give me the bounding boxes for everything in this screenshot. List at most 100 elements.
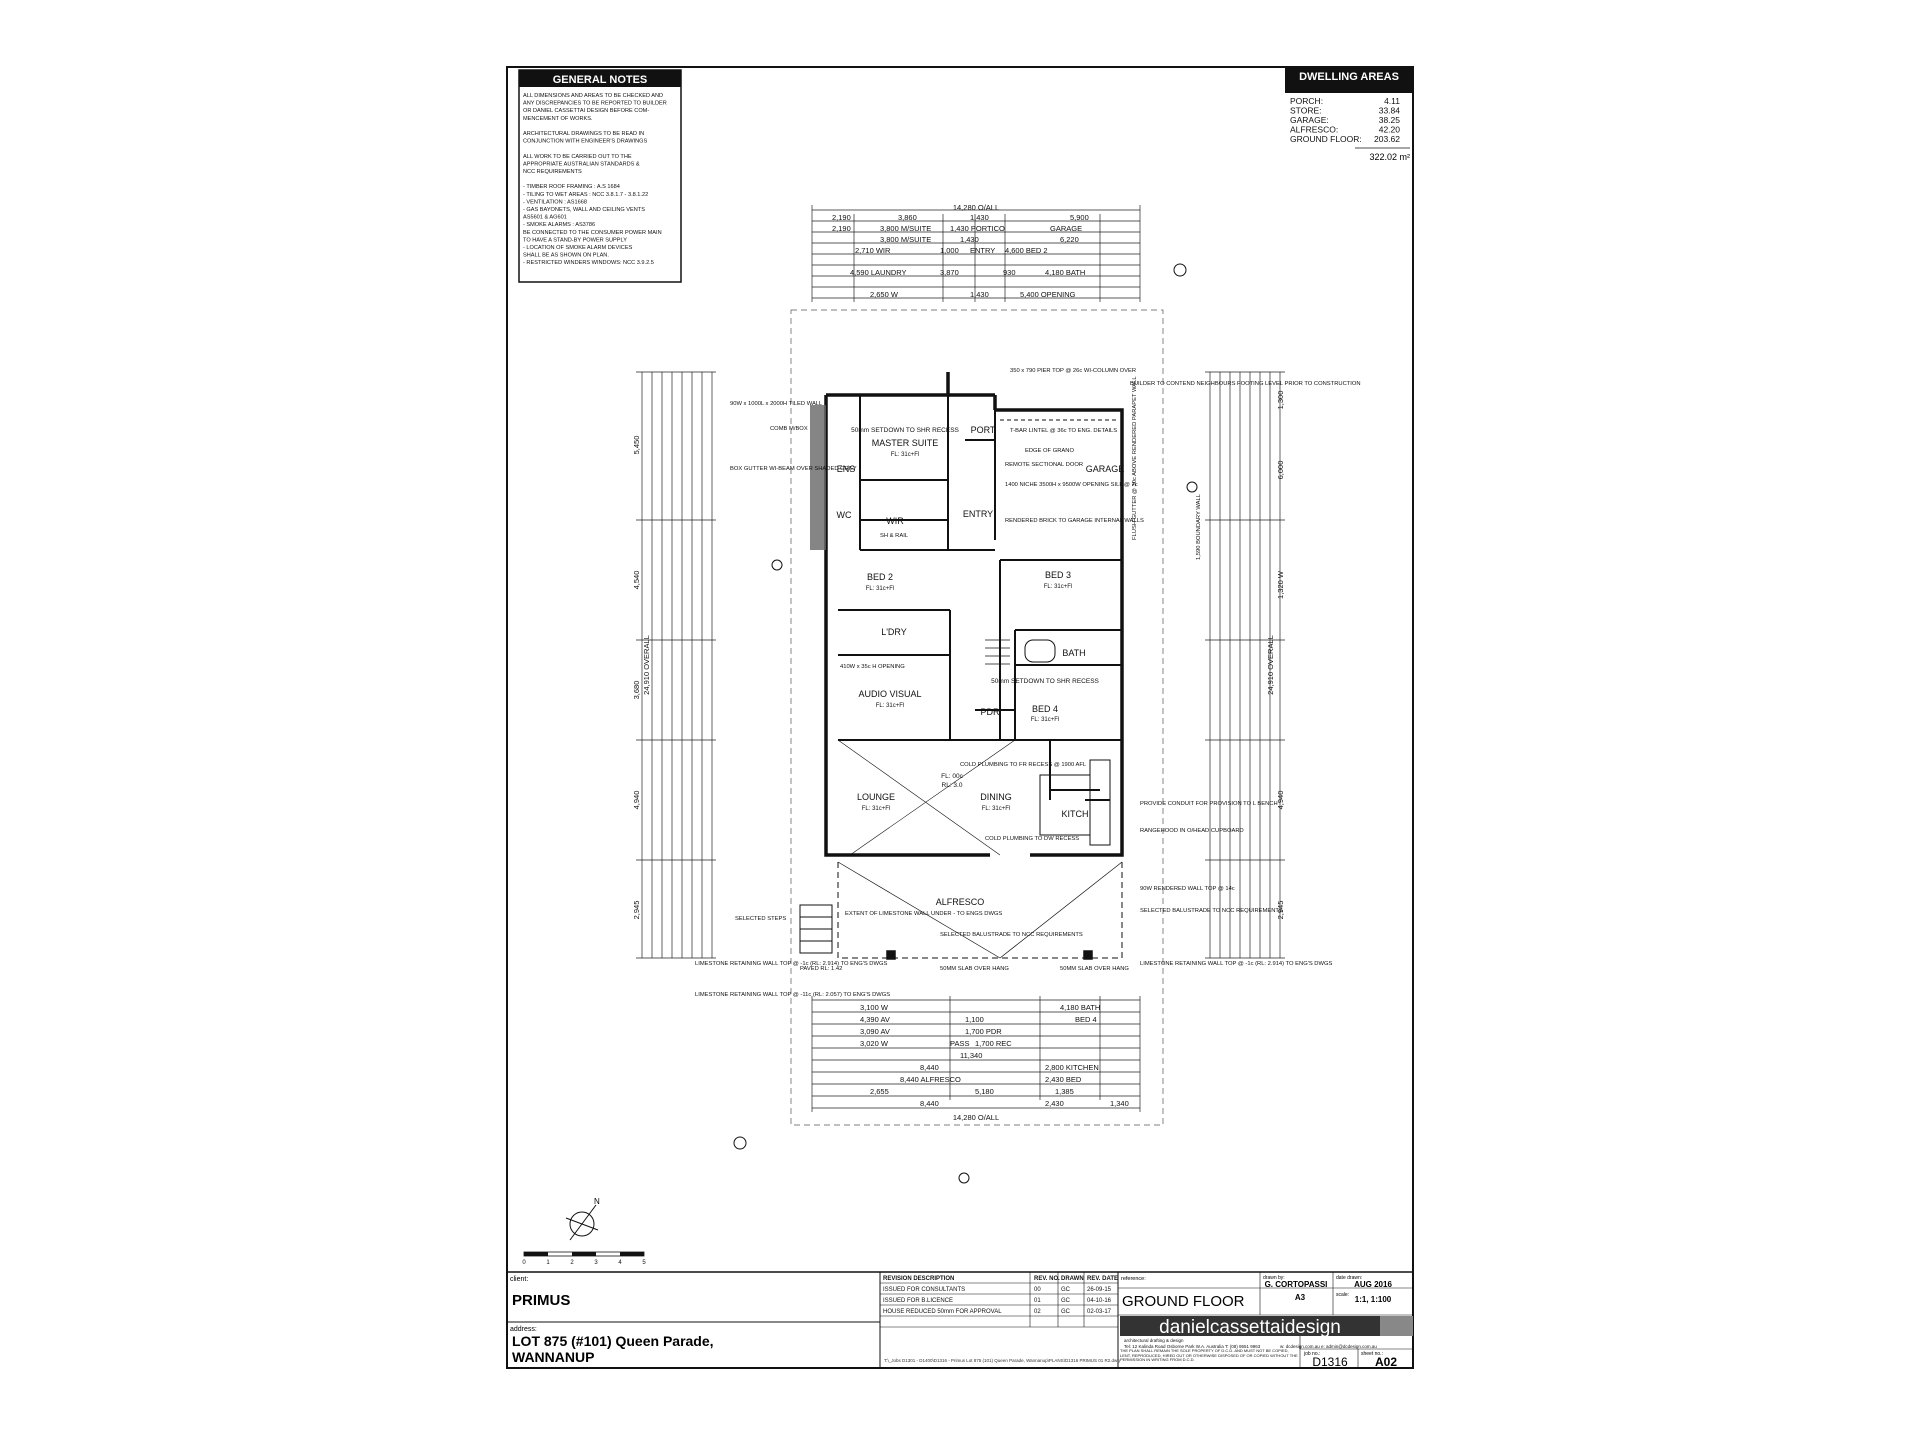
revision-cell: ISSUED FOR CONSULTANTS xyxy=(883,1287,965,1293)
svg-text:SH & RAIL: SH & RAIL xyxy=(880,533,909,539)
svg-text:REMOTE SECTIONAL DOOR: REMOTE SECTIONAL DOOR xyxy=(1005,462,1083,468)
area-value: 38.25 xyxy=(1379,115,1401,125)
svg-text:4,940: 4,940 xyxy=(1276,791,1285,810)
general-note-line: CONJUNCTION WITH ENGINEER'S DRAWINGS xyxy=(523,139,648,145)
address-line-1: LOT 875 (#101) Queen Parade, xyxy=(512,1333,714,1349)
area-label: PORCH: xyxy=(1290,96,1323,106)
svg-text:50MM SLAB OVER HANG: 50MM SLAB OVER HANG xyxy=(1060,966,1129,972)
room-garage: GARAGE xyxy=(1086,464,1125,474)
room-lounge: LOUNGE xyxy=(857,792,895,802)
general-note-line: OR DANIEL CASSETTAI DESIGN BEFORE COM- xyxy=(523,108,649,114)
svg-text:24,910 OVERALL: 24,910 OVERALL xyxy=(1266,635,1275,695)
svg-text:50mm SETDOWN TO SHR RECESS: 50mm SETDOWN TO SHR RECESS xyxy=(851,427,959,434)
general-notes-body: ALL DIMENSIONS AND AREAS TO BE CHECKED A… xyxy=(523,93,667,266)
svg-text:2,945: 2,945 xyxy=(1276,901,1285,920)
svg-text:FL: 31c+Fl: FL: 31c+Fl xyxy=(862,806,891,812)
kitchen-island xyxy=(1039,774,1091,836)
svg-text:drawn by:: drawn by: xyxy=(1263,1275,1285,1281)
svg-text:1,320 W: 1,320 W xyxy=(1276,570,1285,599)
address-label: address: xyxy=(510,1326,537,1333)
area-label: GROUND FLOOR: xyxy=(1290,134,1362,144)
svg-text:1,700 PDR: 1,700 PDR xyxy=(965,1027,1002,1036)
dwelling-areas-panel: DWELLING AREAS PORCH:4.11STORE:33.84GARA… xyxy=(1285,67,1413,162)
svg-text:EXTENT OF LIMESTONE WALL UNDER: EXTENT OF LIMESTONE WALL UNDER - TO ENGS… xyxy=(845,911,1002,917)
svg-text:A3: A3 xyxy=(1295,1293,1306,1302)
general-note-line: - TILING TO WET AREAS : NCC 3.8.1.7 - 3.… xyxy=(523,192,648,198)
room-kitchen: KITCH xyxy=(1062,809,1089,819)
top-dimension-strings xyxy=(790,205,1164,1126)
note-builder-contend: BUILDER TO CONTEND NEIGHBOURS FOOTING LE… xyxy=(1130,381,1361,387)
svg-text:4,540: 4,540 xyxy=(632,571,641,590)
svg-text:8,440 ALFRESCO: 8,440 ALFRESCO xyxy=(900,1075,961,1084)
room-bed-2: BED 2 xyxy=(867,572,893,582)
general-notes-heading: GENERAL NOTES xyxy=(553,74,648,86)
revision-cell: GC xyxy=(1061,1309,1071,1315)
scale-tick-label: 5 xyxy=(642,1260,646,1266)
dwelling-areas-table: PORCH:4.11STORE:33.84GARAGE:38.25ALFRESC… xyxy=(1290,96,1400,144)
svg-text:6,220: 6,220 xyxy=(1060,235,1079,244)
revision-cell: GC xyxy=(1061,1298,1071,1304)
svg-text:2,430: 2,430 xyxy=(1045,1099,1064,1108)
svg-text:3,800 M/SUITE: 3,800 M/SUITE xyxy=(880,235,931,244)
right-dimension-strings xyxy=(1205,371,1285,959)
address-line-2: WANNANUP xyxy=(512,1349,594,1365)
svg-text:1,430: 1,430 xyxy=(970,213,989,222)
svg-text:1,000: 1,000 xyxy=(940,246,959,255)
scale-tick-label: 0 xyxy=(522,1260,526,1266)
scale-tick-label: 1 xyxy=(546,1260,550,1266)
left-dimension-labels: 5,450 4,540 3,680 4,940 2,945 24,910 OVE… xyxy=(632,436,651,920)
svg-text:COLD PLUMBING TO DW RECESS: COLD PLUMBING TO DW RECESS xyxy=(985,836,1079,842)
svg-text:reference:: reference: xyxy=(1121,1276,1146,1282)
sheet-number: A02 xyxy=(1375,1355,1397,1369)
note-pier: 350 x 790 PIER TOP @ 26c WI-COLUMN OVER xyxy=(1010,368,1136,374)
room-master-suite: MASTER SUITE xyxy=(872,438,939,448)
svg-text:FL: 31c+Fl: FL: 31c+Fl xyxy=(866,586,895,592)
svg-text:1,430: 1,430 xyxy=(960,235,979,244)
scale-tick-label: 3 xyxy=(594,1260,598,1266)
general-note-line: AS5601 & AG601 xyxy=(523,215,567,221)
svg-text:FL: 00c: FL: 00c xyxy=(941,773,963,780)
svg-text:11,340: 11,340 xyxy=(960,1051,982,1060)
client-name: PRIMUS xyxy=(512,1292,570,1309)
note-tbar-lintel: T-BAR LINTEL @ 36c TO ENG. DETAILS xyxy=(1010,428,1117,434)
area-label: ALFRESCO: xyxy=(1290,125,1338,135)
revision-header-cell: REV. DATE xyxy=(1087,1276,1118,1282)
svg-text:8,440: 8,440 xyxy=(920,1063,939,1072)
svg-text:SELECTED BALUSTRADE TO NCC REQ: SELECTED BALUSTRADE TO NCC REQUIREMENTS xyxy=(940,932,1083,938)
room-laundry: L'DRY xyxy=(881,627,907,637)
revision-cell: 04-10-16 xyxy=(1087,1298,1112,1304)
general-note-line: - LOCATION OF SMOKE ALARM DEVICES xyxy=(523,245,633,251)
svg-text:FLUSH GUTTER @ 30c ABOVE RENDE: FLUSH GUTTER @ 30c ABOVE RENDERED PARAPE… xyxy=(1132,376,1138,540)
room-pdr: PDR xyxy=(980,707,1000,717)
room-porch: PORT xyxy=(971,425,996,435)
svg-text:SELECTED BALUSTRADE TO NCC REQ: SELECTED BALUSTRADE TO NCC REQUIREMENTS xyxy=(1140,908,1283,914)
area-label: STORE: xyxy=(1290,106,1322,116)
svg-text:FL: 31c+Fl: FL: 31c+Fl xyxy=(876,703,905,709)
room-bed-4: BED 4 xyxy=(1032,704,1058,714)
revision-cell: 02 xyxy=(1034,1309,1041,1315)
revision-table xyxy=(880,1272,1118,1328)
revision-cell: 00 xyxy=(1034,1287,1041,1293)
scale-tick-label: 4 xyxy=(618,1260,622,1266)
svg-text:architectural drafting & desig: architectural drafting & design xyxy=(1124,1338,1184,1343)
svg-text:FL: 31c+Fl: FL: 31c+Fl xyxy=(1044,584,1073,590)
svg-text:8,440: 8,440 xyxy=(920,1099,939,1108)
svg-text:4,600 BED 2: 4,600 BED 2 xyxy=(1005,246,1048,255)
svg-text:FL: 31c+Fl: FL: 31c+Fl xyxy=(891,452,920,458)
general-note-line: BE CONNECTED TO THE CONSUMER POWER MAIN xyxy=(523,230,662,236)
svg-text:FL: 31c+Fl: FL: 31c+Fl xyxy=(982,806,1011,812)
room-ens: ENS xyxy=(837,464,856,474)
area-value: 4.11 xyxy=(1384,96,1400,106)
svg-text:2,800 KITCHEN: 2,800 KITCHEN xyxy=(1045,1063,1099,1072)
bottom-dimension-strings xyxy=(811,996,1141,1112)
dwelling-areas-total: 322.02 m² xyxy=(1369,152,1410,162)
svg-text:5,180: 5,180 xyxy=(975,1087,994,1096)
svg-text:1:1, 1:100: 1:1, 1:100 xyxy=(1355,1295,1392,1304)
svg-text:date drawn:: date drawn: xyxy=(1336,1275,1362,1281)
svg-text:RENDERED BRICK TO GARAGE INTER: RENDERED BRICK TO GARAGE INTERNAL WALLS xyxy=(1005,518,1144,524)
internal-walls xyxy=(838,395,1122,801)
svg-text:90W RENDERED WALL TOP @ 14c: 90W RENDERED WALL TOP @ 14c xyxy=(1140,886,1235,892)
revision-header-cell: DRAWN xyxy=(1061,1276,1084,1282)
general-note-line: - GAS BAYONETS, WALL AND CEILING VENTS xyxy=(523,207,645,213)
